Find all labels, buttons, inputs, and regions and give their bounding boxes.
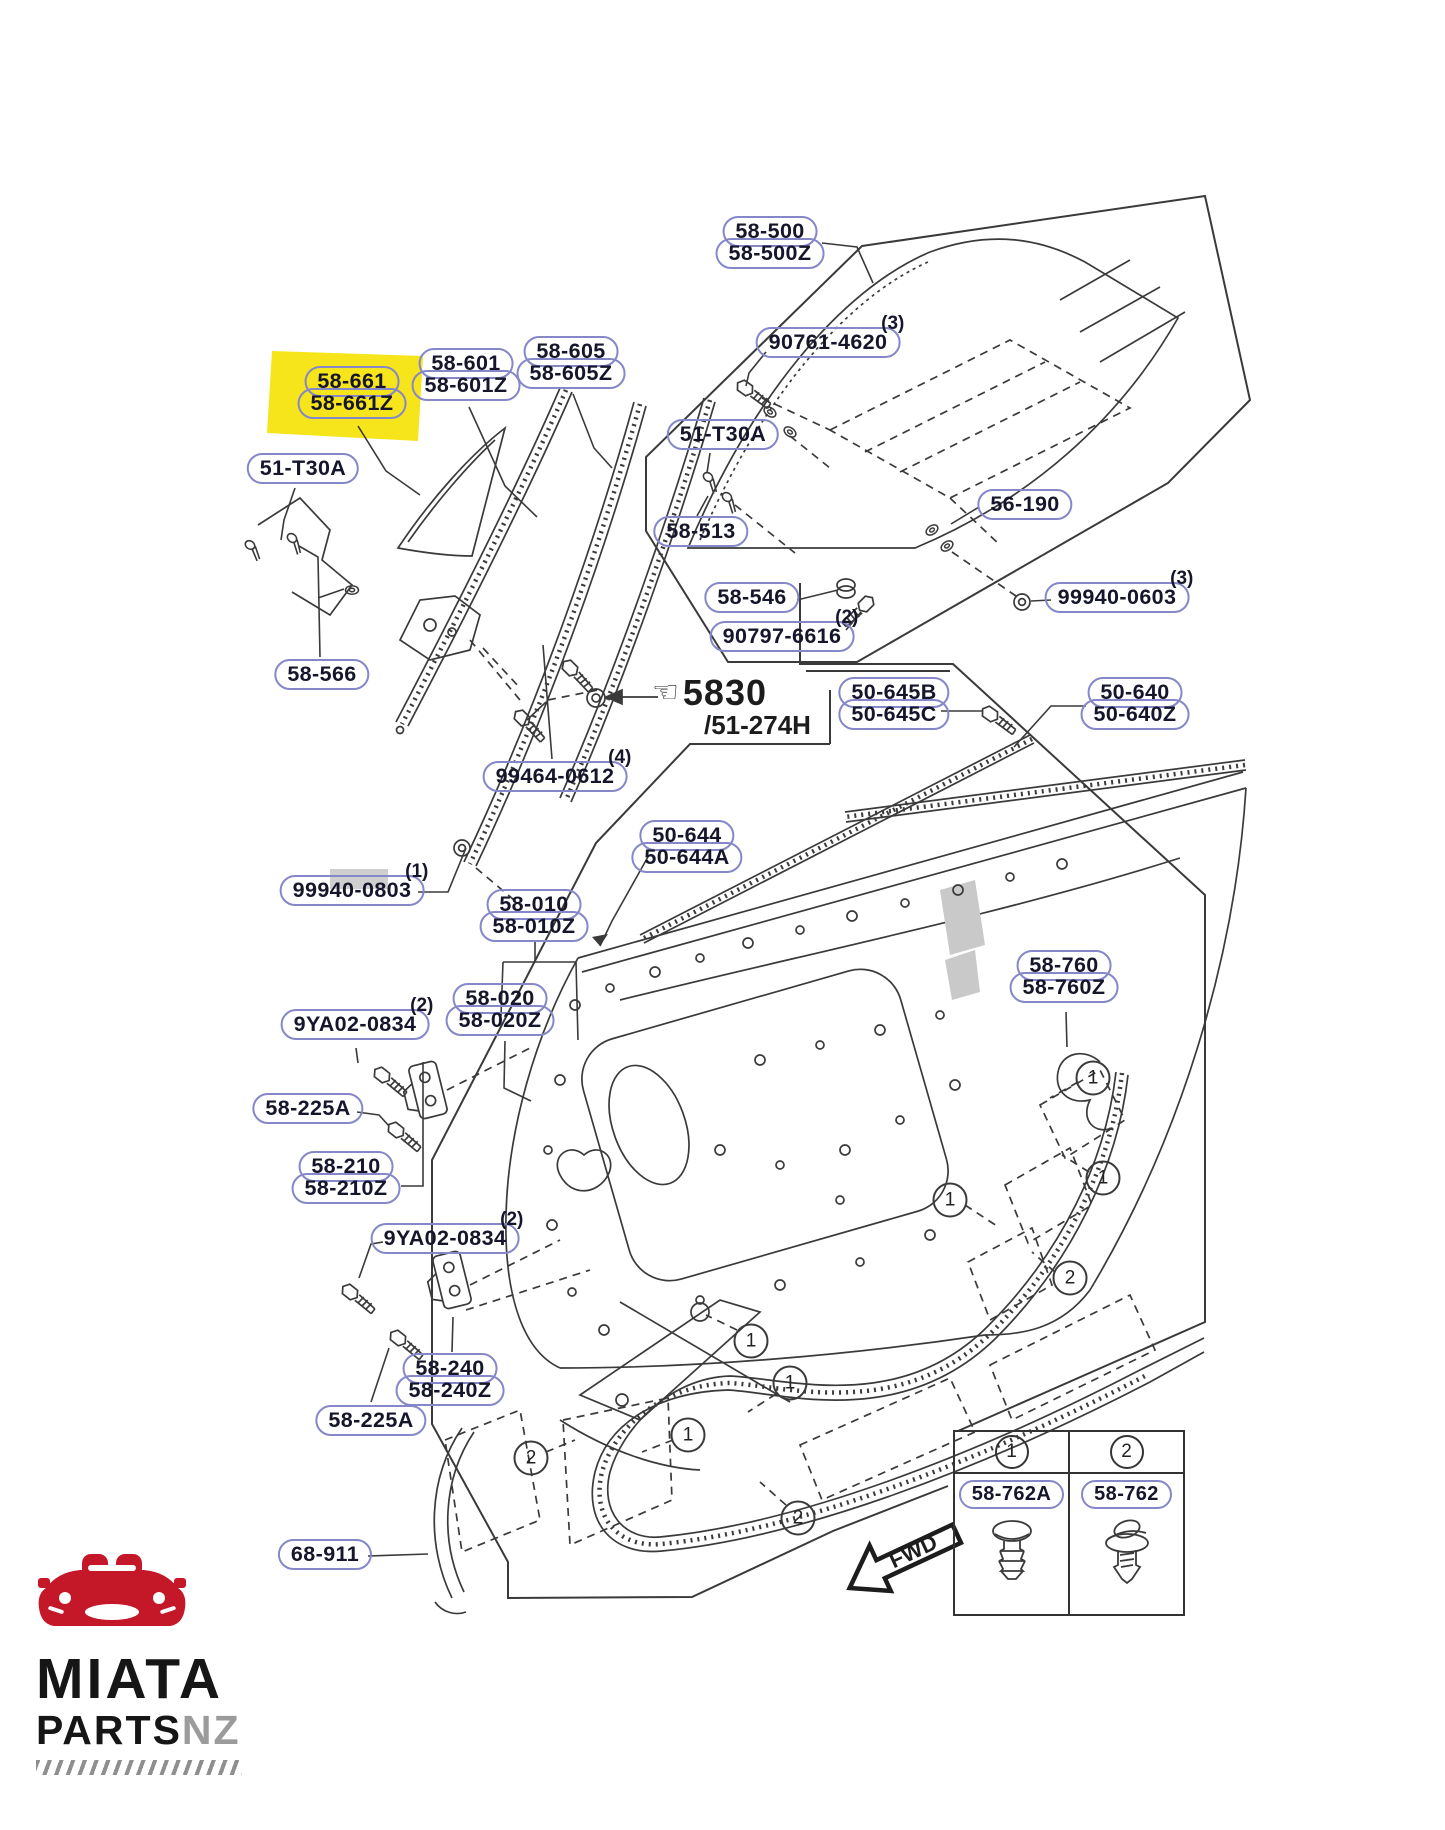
part-number[interactable]: 58-225A: [315, 1405, 427, 1437]
part-label-99940-0803[interactable]: 99940-0803(1): [279, 861, 428, 907]
part-label-58-546[interactable]: 58-546: [704, 582, 800, 614]
legend-part-58-762A[interactable]: 58-762A: [958, 1480, 1065, 1510]
part-number[interactable]: 58-500Z: [715, 238, 825, 270]
legend-num-1: 1: [994, 1435, 1029, 1469]
part-number[interactable]: 68-911: [277, 1539, 373, 1571]
clip-callout-2: 2: [513, 1440, 549, 1476]
part-label-99940-0603[interactable]: 99940-0603(3): [1044, 568, 1193, 614]
clip-callout-1: 1: [1085, 1160, 1121, 1196]
pointing-hand-icon: ☜: [652, 676, 679, 709]
part-label-51-T30A[interactable]: 51-T30A: [666, 419, 780, 451]
logo-stripes: [36, 1760, 242, 1775]
quantity-annotation: (3): [1170, 568, 1194, 589]
miata-car-icon: [36, 1548, 242, 1645]
part-number[interactable]: 50-644A: [631, 842, 743, 874]
legend-col-2: 2 58-762: [1070, 1432, 1183, 1614]
part-label-58-513[interactable]: 58-513: [653, 516, 749, 548]
part-number[interactable]: 58-513: [653, 516, 749, 548]
part-number[interactable]: 58-010Z: [479, 911, 589, 943]
part-label-51-T30A[interactable]: 51-T30A: [246, 453, 360, 485]
part-number[interactable]: 58-546: [704, 582, 800, 614]
part-label-9YA02-0834[interactable]: 9YA02-0834(2): [280, 995, 433, 1041]
leader-lines: [280, 242, 1086, 1557]
logo-brand-bottom: PARTS: [36, 1707, 182, 1753]
part-number[interactable]: 58-210Z: [291, 1173, 401, 1205]
legend-col-1: 1 58-762A: [955, 1432, 1070, 1614]
part-label-90761-4620[interactable]: 90761-4620(3): [755, 313, 904, 359]
part-label-68-911[interactable]: 68-911: [277, 1539, 373, 1571]
part-label-58-566[interactable]: 58-566: [274, 659, 370, 691]
logo-brand-top: MIATA: [36, 1647, 224, 1711]
part-number[interactable]: 99940-0603: [1044, 582, 1190, 614]
quantity-annotation: (2): [410, 995, 434, 1016]
legend-part-58-762[interactable]: 58-762: [1081, 1480, 1172, 1510]
clip-callout-1: 1: [670, 1417, 706, 1453]
part-number[interactable]: 50-645C: [838, 699, 950, 731]
clip-callout-1: 1: [1075, 1060, 1111, 1096]
site-logo: MIATA PARTSNZ: [36, 1548, 242, 1775]
part-number[interactable]: 58-605Z: [516, 358, 626, 390]
part-label-9YA02-0834[interactable]: 9YA02-0834(2): [370, 1209, 523, 1255]
clip-callout-2: 2: [780, 1500, 816, 1536]
quantity-annotation: (4): [608, 747, 632, 768]
trim-clip-icon: [1096, 1517, 1158, 1596]
part-number[interactable]: 58-566: [274, 659, 370, 691]
part-number[interactable]: 58-661Z: [297, 388, 407, 420]
part-number[interactable]: 58-225A: [252, 1093, 364, 1125]
part-number[interactable]: 90797-6616: [709, 621, 855, 653]
part-label-99464-0612[interactable]: 99464-0612(4): [482, 747, 631, 793]
assembly-ref: ☜ 5830 /51-274H: [652, 672, 811, 741]
part-label-58-225A[interactable]: 58-225A: [252, 1093, 364, 1125]
part-number[interactable]: 51-T30A: [246, 453, 360, 485]
part-number[interactable]: 58-020Z: [445, 1005, 555, 1037]
part-label-90797-6616[interactable]: 90797-6616(2): [709, 607, 858, 653]
assembly-ref-code: 5830: [682, 672, 767, 713]
part-number[interactable]: 51-T30A: [666, 419, 780, 451]
part-number[interactable]: 58-760Z: [1009, 972, 1119, 1004]
assembly-ref-sub: /51-274H: [704, 710, 811, 740]
clip-callout-1: 1: [733, 1323, 769, 1359]
clip-callout-1: 1: [772, 1365, 808, 1401]
fwd-arrow: FWD: [846, 1521, 964, 1594]
clip-callout-2: 2: [1052, 1260, 1088, 1296]
part-number[interactable]: 56-190: [977, 489, 1073, 521]
quantity-annotation: (1): [405, 861, 429, 882]
part-number[interactable]: 9YA02-0834: [370, 1223, 520, 1255]
door-holes: [543, 858, 1068, 1336]
legend-table: 1 58-762A 2 58-762: [953, 1430, 1185, 1616]
push-clip-icon: [986, 1517, 1038, 1594]
part-label-58-225A[interactable]: 58-225A: [315, 1405, 427, 1437]
part-label-56-190[interactable]: 56-190: [977, 489, 1073, 521]
part-number[interactable]: 58-601Z: [411, 370, 521, 402]
grey-highlight: [330, 869, 388, 889]
part-number[interactable]: 90761-4620: [755, 327, 901, 359]
legend-num-2: 2: [1109, 1435, 1144, 1469]
quantity-annotation: (3): [881, 313, 905, 334]
quantity-annotation: (2): [500, 1209, 524, 1230]
clip-callout-1: 1: [932, 1182, 968, 1218]
part-number[interactable]: 9YA02-0834: [280, 1009, 430, 1041]
part-number[interactable]: 99464-0612: [482, 761, 628, 793]
logo-brand-suffix: NZ: [181, 1707, 241, 1753]
quantity-annotation: (2): [835, 607, 859, 628]
part-number[interactable]: 58-240Z: [395, 1375, 505, 1407]
part-number[interactable]: 50-640Z: [1080, 699, 1190, 731]
part-number[interactable]: 99940-0803: [279, 875, 425, 907]
